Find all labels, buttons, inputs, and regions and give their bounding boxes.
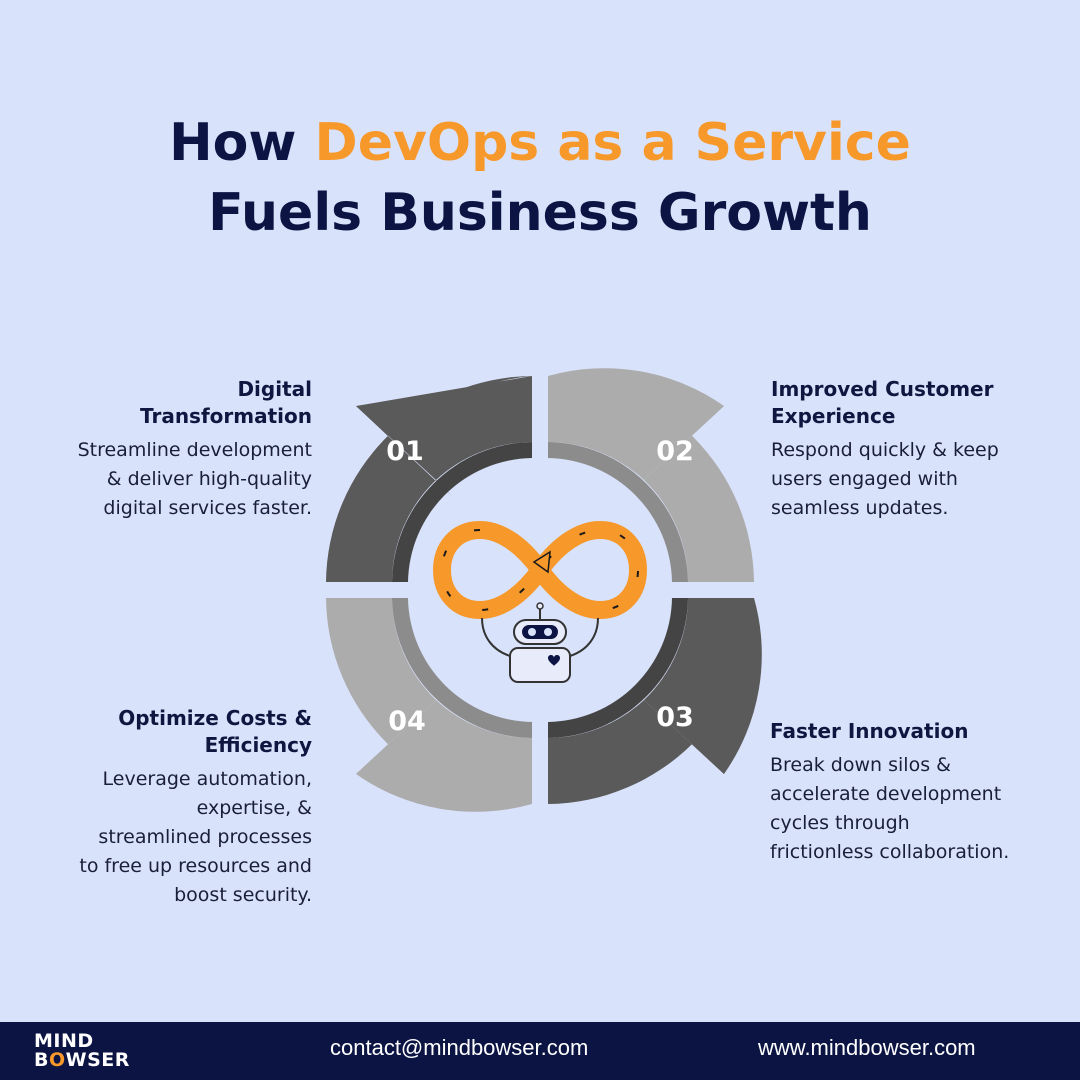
step-4-title: Optimize Costs & Efficiency: [118, 706, 312, 757]
title-prefix: How: [169, 113, 315, 173]
infinity-loop-icon: [433, 521, 647, 619]
step-2-text: Respond quickly & keep users engaged wit…: [771, 439, 999, 519]
title-line-1: How DevOps as a Service: [0, 108, 1080, 178]
step-3-title: Faster Innovation: [770, 719, 969, 743]
cycle-segment-2: 02: [548, 368, 754, 582]
cycle-diagram: 01 02 03 04: [326, 368, 762, 812]
contact-email[interactable]: contact@mindbowser.com: [330, 1035, 589, 1060]
mindbowser-logo: MIND BOWSER: [34, 1032, 130, 1070]
step-3-text: Break down silos & accelerate developmen…: [770, 754, 1010, 863]
step-4-description: Optimize Costs & Efficiency Leverage aut…: [78, 705, 312, 910]
website-link[interactable]: www.mindbowser.com: [758, 1035, 976, 1060]
step-2-title: Improved Customer Experience: [771, 377, 994, 428]
logo-letter-b: B: [34, 1049, 49, 1071]
cycle-segment-1: 01: [326, 376, 532, 582]
step-4-number: 04: [388, 706, 426, 737]
robot-icon: [481, 602, 599, 683]
cycle-segment-3: 03: [548, 598, 762, 804]
step-3-number: 03: [656, 702, 694, 733]
step-1-description: Digital Transformation Streamline develo…: [70, 376, 312, 523]
step-2-number: 02: [656, 436, 694, 467]
step-1-title: Digital Transformation: [140, 377, 312, 428]
step-4-text: Leverage automation, expertise, & stream…: [79, 768, 312, 906]
step-1-text: Streamline development & deliver high-qu…: [77, 439, 312, 519]
logo-line-2: BOWSER: [34, 1051, 130, 1070]
step-3-description: Faster Innovation Break down silos & acc…: [770, 718, 1010, 867]
title-highlight: DevOps as a Service: [314, 113, 911, 173]
step-2-description: Improved Customer Experience Respond qui…: [771, 376, 1011, 523]
step-1-number: 01: [386, 436, 424, 467]
logo-letters-wser: WSER: [65, 1049, 130, 1071]
logo-line-1: MIND: [34, 1030, 94, 1052]
title-line-2: Fuels Business Growth: [208, 183, 872, 243]
logo-letter-o: O: [48, 1049, 66, 1071]
cycle-segment-4: 04: [326, 598, 532, 812]
page-title: How DevOps as a Service Fuels Business G…: [0, 108, 1080, 248]
footer-bar: MIND BOWSER contact@mindbowser.com www.m…: [0, 1022, 1080, 1080]
